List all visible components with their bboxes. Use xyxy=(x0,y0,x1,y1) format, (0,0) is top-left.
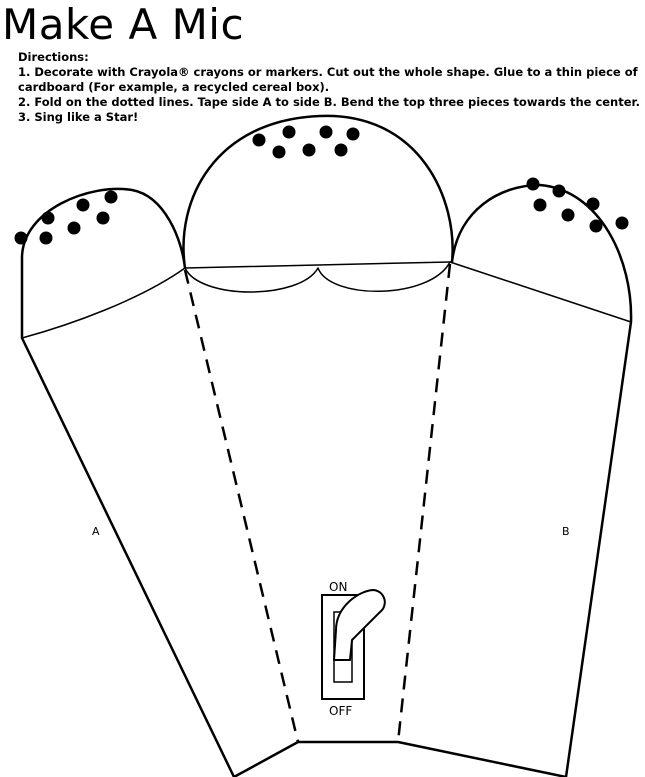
dot xyxy=(67,221,81,235)
direction-step-1-continued: cardboard (For example, a recycled cerea… xyxy=(18,80,330,94)
dot xyxy=(319,125,333,139)
dot xyxy=(39,231,53,245)
direction-step-2: 2. Fold on the dotted lines. Tape side A… xyxy=(18,95,640,109)
dot xyxy=(41,211,55,225)
dot xyxy=(334,143,348,157)
dot xyxy=(552,184,566,198)
dot xyxy=(561,208,575,222)
rim-right-lower xyxy=(449,261,632,323)
dot xyxy=(615,216,629,230)
page-title: Make A Mic xyxy=(2,0,245,49)
dot xyxy=(272,145,286,159)
toggle-switch-icon: ON OFF xyxy=(321,580,386,718)
dot xyxy=(533,198,547,212)
switch-lever xyxy=(333,589,386,661)
direction-step-3: 3. Sing like a Star! xyxy=(18,110,139,124)
dot xyxy=(76,198,90,212)
dot xyxy=(302,143,316,157)
fold-line-left xyxy=(183,269,300,743)
rim-left-lower xyxy=(21,267,186,339)
mic-outline xyxy=(20,114,633,777)
rim-left-upper xyxy=(184,261,451,269)
dot xyxy=(252,133,266,147)
rim-center-scallops xyxy=(184,261,451,293)
dot xyxy=(14,231,28,245)
switch-on-label: ON xyxy=(329,580,347,594)
switch-off-label: OFF xyxy=(329,704,352,718)
mic-dots xyxy=(14,125,629,245)
dot xyxy=(586,197,600,211)
side-a-label: A xyxy=(92,525,100,538)
fold-line-right xyxy=(396,263,452,743)
dot xyxy=(526,177,540,191)
dot xyxy=(589,219,603,233)
directions: Directions: 1. Decorate with Crayola® cr… xyxy=(18,50,640,125)
switch-plate xyxy=(321,594,365,700)
dot xyxy=(282,125,296,139)
side-b-label: B xyxy=(562,525,570,538)
directions-heading: Directions: xyxy=(18,50,89,64)
dot xyxy=(96,211,110,225)
dot xyxy=(346,127,360,141)
dot xyxy=(104,190,118,204)
direction-step-1: 1. Decorate with Crayola® crayons or mar… xyxy=(18,65,638,79)
